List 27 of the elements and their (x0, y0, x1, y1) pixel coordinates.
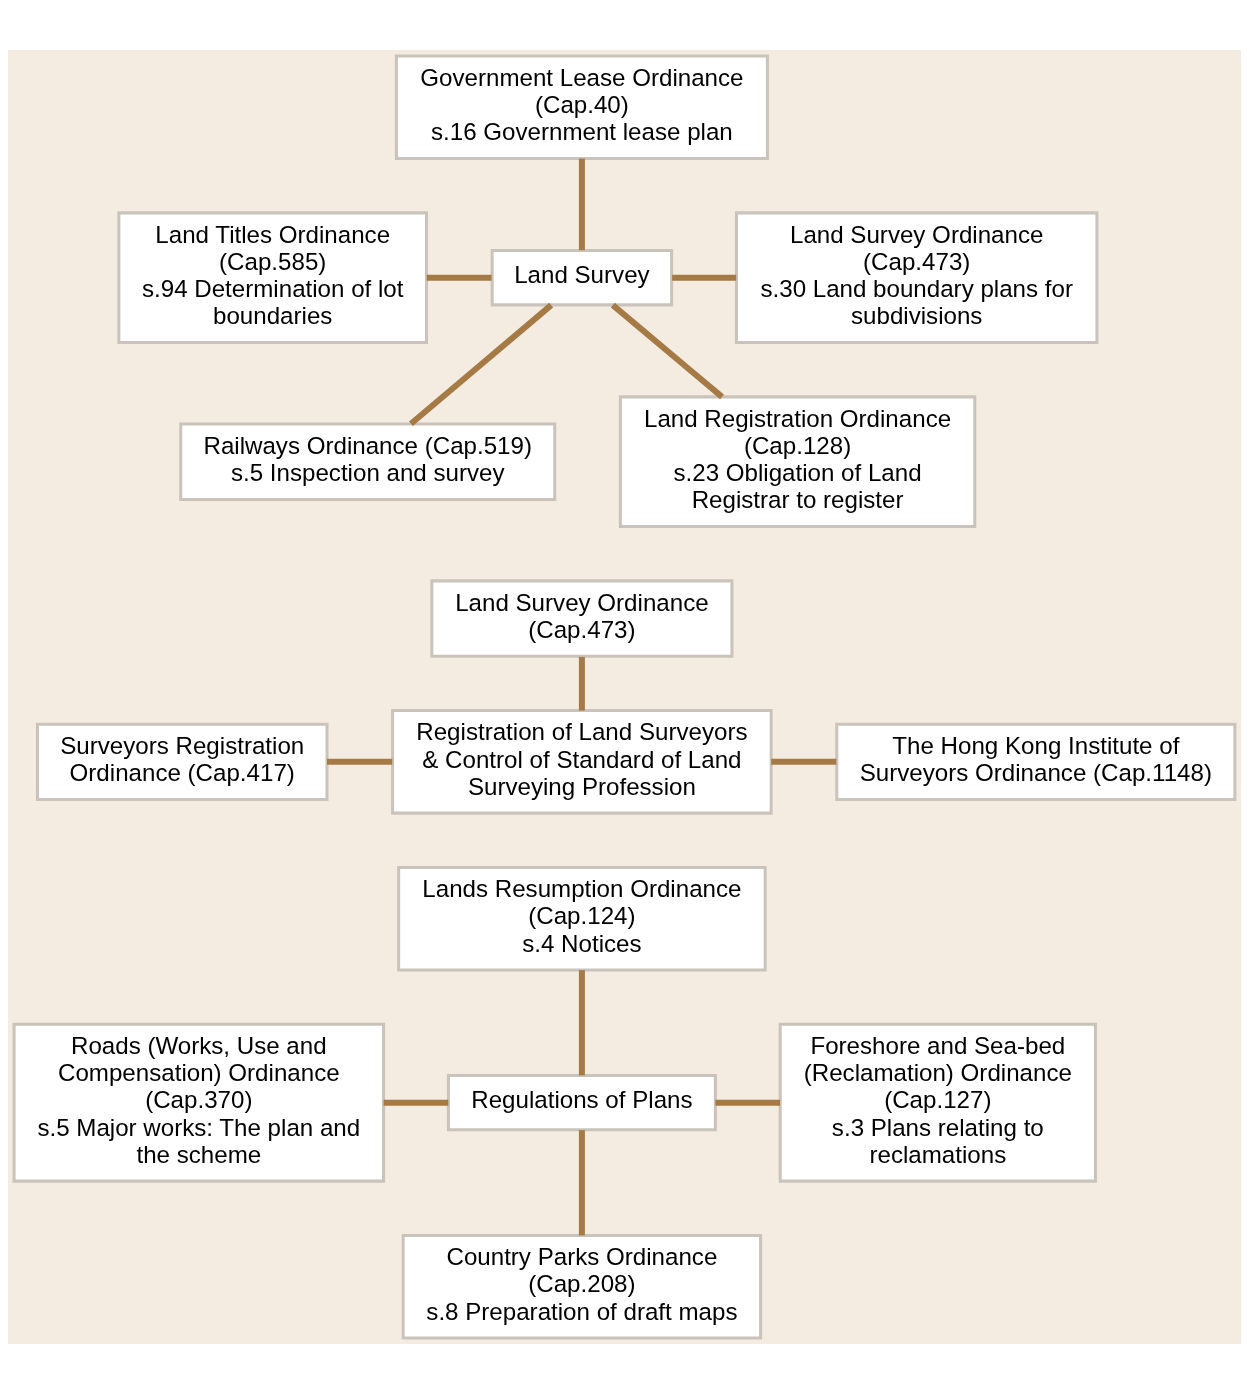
node-box: Foreshore and Sea-bed (Reclamation) Ordinance (Cap.127) s.3 Plans relating to reclamations (778, 1022, 1097, 1183)
node-box: Registration of Land Surveyors & Control of Standard of Land Surveying Profession (391, 708, 773, 815)
connector (578, 656, 585, 711)
node-box: Railways Ordinance (Cap.519) s.5 Inspection and survey (179, 422, 557, 501)
connector (383, 1099, 449, 1106)
node-box: Land Titles Ordinance (Cap.585) s.94 Determination of lot boundaries (117, 210, 429, 344)
node-box: The Hong Kong Institute of Surveyors Ordinance (Cap.1148) (835, 722, 1237, 801)
node-box: Regulations of Plans (446, 1073, 717, 1131)
node-box: Land Survey (490, 248, 674, 306)
connector (409, 302, 554, 426)
node-box: Land Survey Ordinance (Cap.473) (430, 578, 734, 658)
node-box: Surveyors Registration Ordinance (Cap.417) (35, 722, 329, 801)
node-box: Country Parks Ordinance (Cap.208) s.8 Preparation of draft maps (401, 1233, 763, 1339)
node-box: Land Survey Ordinance (Cap.473) s.30 Land boundary plans for subdivisions (734, 210, 1099, 344)
connector (771, 758, 837, 765)
node-box: Land Registration Ordinance (Cap.128) s.23 Obligation of Land Registrar to register (618, 394, 977, 528)
connector (672, 274, 737, 281)
node-box: Lands Resumption Ordinance (Cap.124) s.4 Notices (397, 865, 767, 971)
connector (578, 1129, 585, 1235)
connector (327, 758, 393, 765)
connector (578, 969, 585, 1075)
node-box: Government Lease Ordinance (Cap.40) s.16 Government lease plan (394, 54, 769, 160)
node-box: Roads (Works, Use and Compensation) Ordinance (Cap.370) s.5 Major works: The plan and the scheme (12, 1022, 386, 1183)
connector (426, 274, 492, 281)
connector (610, 302, 724, 399)
connector (715, 1099, 781, 1106)
connector (578, 158, 585, 250)
